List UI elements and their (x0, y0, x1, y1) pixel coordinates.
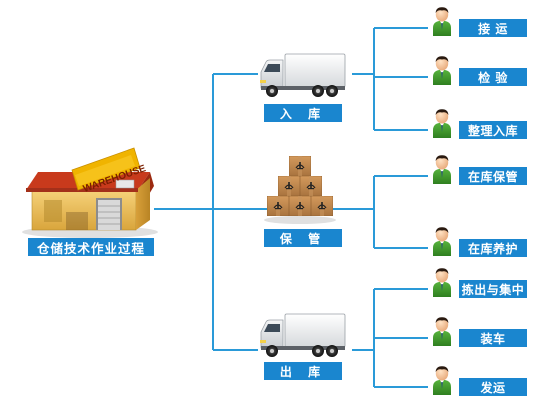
step-label-receiving: 接 运 (459, 19, 527, 37)
person-icon (433, 366, 451, 395)
connector-outbound-steps (374, 288, 428, 388)
step-label-inspection: 检 验 (459, 68, 527, 86)
stage-label-storage: 保 管 (264, 229, 342, 247)
outbound-truck-icon (259, 313, 346, 358)
person-icon (433, 268, 451, 297)
connector-lines (154, 27, 428, 388)
person-icon (433, 317, 451, 346)
warehouse-icon: WAREHOUSE (22, 147, 158, 238)
step-label-loading: 装车 (459, 329, 527, 347)
inbound-truck-icon (259, 53, 346, 98)
step-label-storage-maintenance: 在库养护 (459, 239, 527, 257)
stage-label-outbound: 出 库 (264, 362, 342, 380)
stage-label-inbound: 入 库 (264, 104, 342, 122)
connector-inbound-steps (374, 27, 428, 131)
step-label-storage-keeping: 在库保管 (459, 167, 527, 185)
connector-storage-steps (374, 175, 428, 249)
person-icon (433, 7, 451, 36)
person-icon (433, 155, 451, 184)
person-icon (433, 227, 451, 256)
process-title: 仓储技术作业过程 (28, 238, 154, 256)
person-icons (433, 7, 451, 395)
step-label-picking: 拣出与集中 (459, 280, 527, 298)
person-icon (433, 56, 451, 85)
boxes-icon (264, 156, 336, 224)
step-label-sorting-stocking: 整理入库 (459, 121, 527, 139)
step-label-shipping: 发运 (459, 378, 527, 396)
person-icon (433, 109, 451, 138)
